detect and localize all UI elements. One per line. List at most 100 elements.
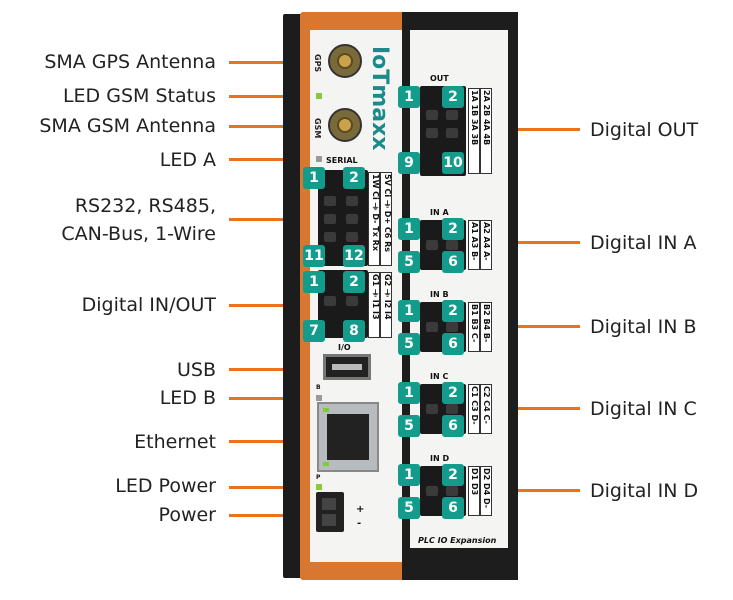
terminal-slot (324, 296, 336, 306)
in-c-pin-labels-a: C1 C3 D- (470, 386, 479, 425)
serial-pin-column-b (380, 172, 392, 266)
terminal-slot (426, 404, 438, 414)
terminal-slot (446, 404, 458, 414)
in-d-pin-labels-a: D1 D3 (470, 468, 479, 496)
ethernet-led-bottom (323, 462, 329, 466)
label-digital-in-c: Digital IN C (590, 398, 697, 420)
label-led-a: LED A (159, 149, 216, 171)
inout-pin-labels-a: G1 ⏚ I1 I3 (371, 274, 380, 320)
led-a-indicator (316, 156, 322, 162)
label-rs232-rs485: RS232, RS485, (74, 195, 216, 217)
label-led-power: LED Power (115, 475, 216, 497)
badge-in-d-6: 6 (442, 497, 464, 519)
leader-led-b (229, 397, 315, 400)
label-sma-gps-antenna: SMA GPS Antenna (44, 51, 216, 73)
usb-port (323, 354, 371, 380)
in-b-pin-column-b (480, 302, 492, 352)
label-led-gsm-status: LED GSM Status (62, 85, 216, 107)
badge-in-b-6: 6 (442, 333, 464, 355)
badge-in-a-5: 5 (398, 251, 420, 273)
terminal-slot (446, 486, 458, 496)
badge-inout-2: 2 (343, 271, 365, 293)
in-a-pin-labels-a: A1 A3 B- (470, 222, 479, 261)
led-power-indicator (316, 484, 322, 490)
terminal-slot (426, 322, 438, 332)
leader-digital-out (500, 128, 580, 131)
serial-pin-column-a (368, 172, 380, 266)
section-out-label: OUT (430, 74, 449, 83)
label-usb: USB (176, 359, 216, 381)
inout-pin-labels-b: G2 ⏚ I2 I4 (383, 274, 392, 320)
in-d-pin-column-a (468, 466, 480, 516)
in-b-pin-column-a (468, 302, 480, 352)
label-digital-in-d: Digital IN D (590, 480, 699, 502)
in-d-pin-column-b (480, 466, 492, 516)
terminal-slot (346, 214, 358, 224)
badge-out-2: 2 (442, 86, 464, 108)
inout-pin-column-b (380, 272, 392, 338)
terminal-slot (446, 110, 458, 120)
terminal-slot (324, 232, 336, 242)
badge-inout-8: 8 (343, 320, 365, 342)
out-pin-labels-b: 2A 2B 4A 4B (482, 90, 491, 146)
serial-pin-labels-a: 1W Ci ⏚ D- Tx Rx (371, 174, 380, 251)
badge-in-a-1: 1 (398, 218, 420, 240)
badge-in-b-1: 1 (398, 300, 420, 322)
out-pin-column-a (468, 88, 480, 174)
terminal-slot (446, 240, 458, 250)
serial-label: SERIAL (326, 156, 358, 165)
section-in-b-label: IN B (430, 290, 449, 299)
in-c-pin-column-b (480, 384, 492, 434)
leader-digital-in-a (496, 241, 580, 244)
power-plus-label: + (356, 504, 365, 515)
badge-in-d-1: 1 (398, 464, 420, 486)
badge-inout-1: 1 (303, 271, 325, 293)
in-b-pin-labels-b: B2 B4 B- (482, 304, 491, 343)
in-c-pin-column-a (468, 384, 480, 434)
in-c-pin-labels-b: C2 C4 C- (482, 386, 491, 424)
badge-in-c-2: 2 (442, 382, 464, 404)
leader-led-power (229, 486, 315, 489)
led-gsm-status (316, 93, 322, 99)
in-a-pin-labels-b: A2 A4 A- (482, 222, 491, 261)
badge-out-1: 1 (398, 86, 420, 108)
in-d-pin-labels-b: D2 D4 D- (482, 468, 491, 509)
section-in-d-label: IN D (430, 454, 450, 463)
label-power: Power (158, 504, 216, 526)
badge-serial-12: 12 (343, 245, 365, 267)
out-pin-column-b (480, 88, 492, 174)
terminal-slot (426, 110, 438, 120)
leader-ethernet (229, 440, 319, 443)
label-sma-gsm-antenna: SMA GSM Antenna (39, 115, 216, 137)
leader-led-a (229, 158, 315, 161)
section-in-a-label: IN A (430, 208, 449, 217)
sma-gsm-connector (328, 108, 362, 142)
sma-gps-connector (328, 44, 362, 78)
badge-inout-7: 7 (303, 320, 325, 342)
section-in-c-label: IN C (430, 372, 449, 381)
label-digital-in-a: Digital IN A (590, 232, 697, 254)
power-slot-bottom (322, 514, 336, 526)
badge-in-c-5: 5 (398, 415, 420, 437)
power-minus-label: - (357, 518, 362, 529)
terminal-slot (426, 486, 438, 496)
plc-io-expansion-label: PLC IO Expansion (418, 536, 497, 545)
badge-in-d-5: 5 (398, 497, 420, 519)
badge-in-b-2: 2 (442, 300, 464, 322)
leader-digital-in-d (496, 489, 580, 492)
leader-serial (229, 218, 315, 221)
power-connector (316, 492, 344, 532)
terminal-slot (324, 214, 336, 224)
terminal-slot (346, 232, 358, 242)
power-slot-top (322, 498, 336, 510)
led-b-indicator (316, 395, 322, 401)
badge-out-10: 10 (442, 152, 464, 174)
terminal-slot (446, 128, 458, 138)
terminal-slot (426, 240, 438, 250)
badge-in-a-6: 6 (442, 251, 464, 273)
inout-pin-column-a (368, 272, 380, 338)
terminal-slot (426, 128, 438, 138)
badge-in-c-1: 1 (398, 382, 420, 404)
label-led-b: LED B (159, 387, 216, 409)
leader-sma-gps (229, 61, 324, 64)
